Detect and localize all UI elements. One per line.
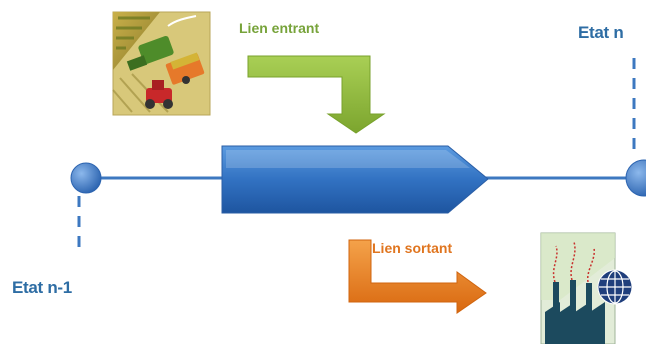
factory-globe-icon — [540, 232, 633, 344]
state-next-node — [625, 159, 646, 197]
state-prev-label: Etat n-1 — [12, 278, 72, 297]
state-prev-node — [70, 162, 102, 194]
state-next-label: Etat n — [578, 23, 624, 42]
link-in-label: Lien entrant — [239, 20, 320, 36]
farm-harvest-icon — [112, 11, 211, 116]
link-out-label: Lien sortant — [372, 240, 453, 256]
process-arrow — [221, 145, 489, 214]
link-out-arrow — [348, 239, 487, 314]
link-in-arrow — [247, 55, 386, 134]
